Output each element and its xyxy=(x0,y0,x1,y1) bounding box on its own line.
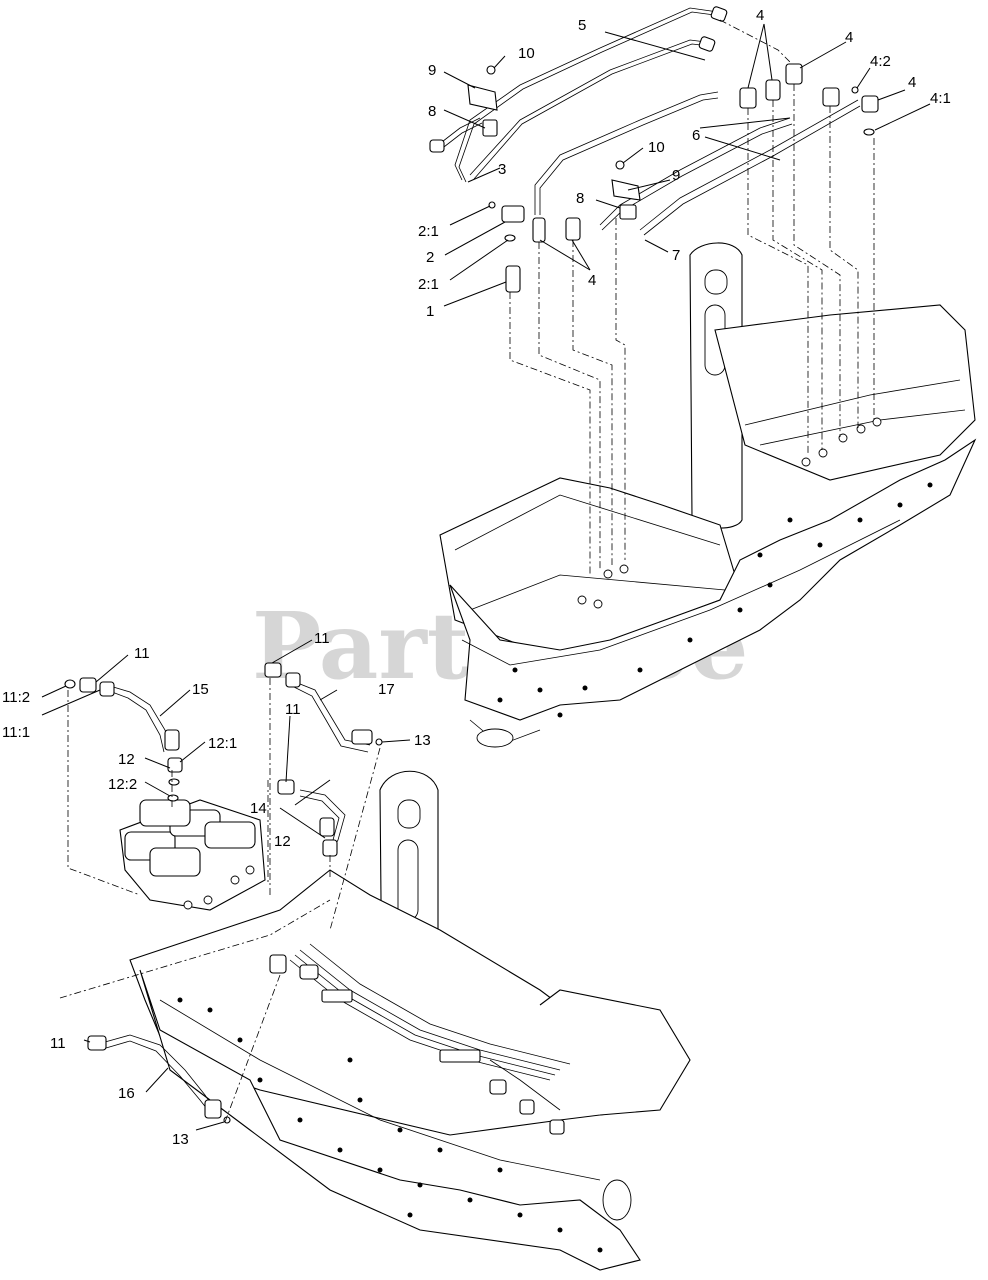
callout-17: 17 xyxy=(378,681,395,698)
callout-10-middle: 10 xyxy=(648,139,665,156)
callout-8-middle: 8 xyxy=(576,190,584,207)
leader-lines xyxy=(41,23,931,1131)
callout-11-1: 11:1 xyxy=(2,724,30,741)
callout-15: 15 xyxy=(192,681,209,698)
callout-4-right: 4 xyxy=(908,74,916,91)
callout-9-middle: 9 xyxy=(672,167,680,184)
callout-4-middle: 4 xyxy=(588,272,596,289)
callout-11-hose-17: 11 xyxy=(314,630,330,647)
lower-frame xyxy=(119,770,691,1271)
callout-5: 5 xyxy=(578,17,586,34)
callout-12-lower: 12 xyxy=(274,833,291,850)
callout-4-top: 4 xyxy=(756,7,764,24)
callout-9-upper: 9 xyxy=(428,62,436,79)
upper-tubes xyxy=(429,6,879,293)
callout-12-upper: 12 xyxy=(118,751,135,768)
upper-frame xyxy=(439,242,977,748)
upper-assembly-lines xyxy=(509,19,875,575)
callout-11-2: 11:2 xyxy=(2,689,30,706)
callout-3: 3 xyxy=(498,161,506,178)
callout-10-upper: 10 xyxy=(518,45,535,62)
callout-8-upper: 8 xyxy=(428,103,436,120)
callout-13-upper: 13 xyxy=(414,732,431,749)
callout-4-upper-right: 4 xyxy=(845,29,853,46)
callout-4-1: 4:1 xyxy=(930,90,951,107)
callout-7: 7 xyxy=(672,247,680,264)
lower-assembly-lines xyxy=(59,678,381,1123)
callout-2: 2 xyxy=(426,249,434,266)
callout-12-2: 12:2 xyxy=(108,776,137,793)
callout-2-1-upper: 2:1 xyxy=(418,223,439,240)
callout-14: 14 xyxy=(250,800,267,817)
callout-11-hose-16: 11 xyxy=(50,1035,66,1052)
callout-16: 16 xyxy=(118,1085,135,1102)
callout-11-hose-14: 11 xyxy=(285,701,301,718)
callout-13-lower: 13 xyxy=(172,1131,189,1148)
callout-labels: 5 4 4 4:2 4 4:1 10 9 8 3 6 10 9 8 7 4 2:… xyxy=(2,7,951,1148)
callout-11-hose-15: 11 xyxy=(134,645,150,662)
callout-12-1: 12:1 xyxy=(208,735,237,752)
callout-1: 1 xyxy=(426,303,434,320)
callout-4-2: 4:2 xyxy=(870,53,891,70)
callout-2-1-lower: 2:1 xyxy=(418,276,439,293)
lower-frame-holes xyxy=(177,997,603,1253)
upper-frame-holes xyxy=(497,417,933,718)
lower-hoses xyxy=(64,662,383,1124)
callout-6: 6 xyxy=(692,127,700,144)
